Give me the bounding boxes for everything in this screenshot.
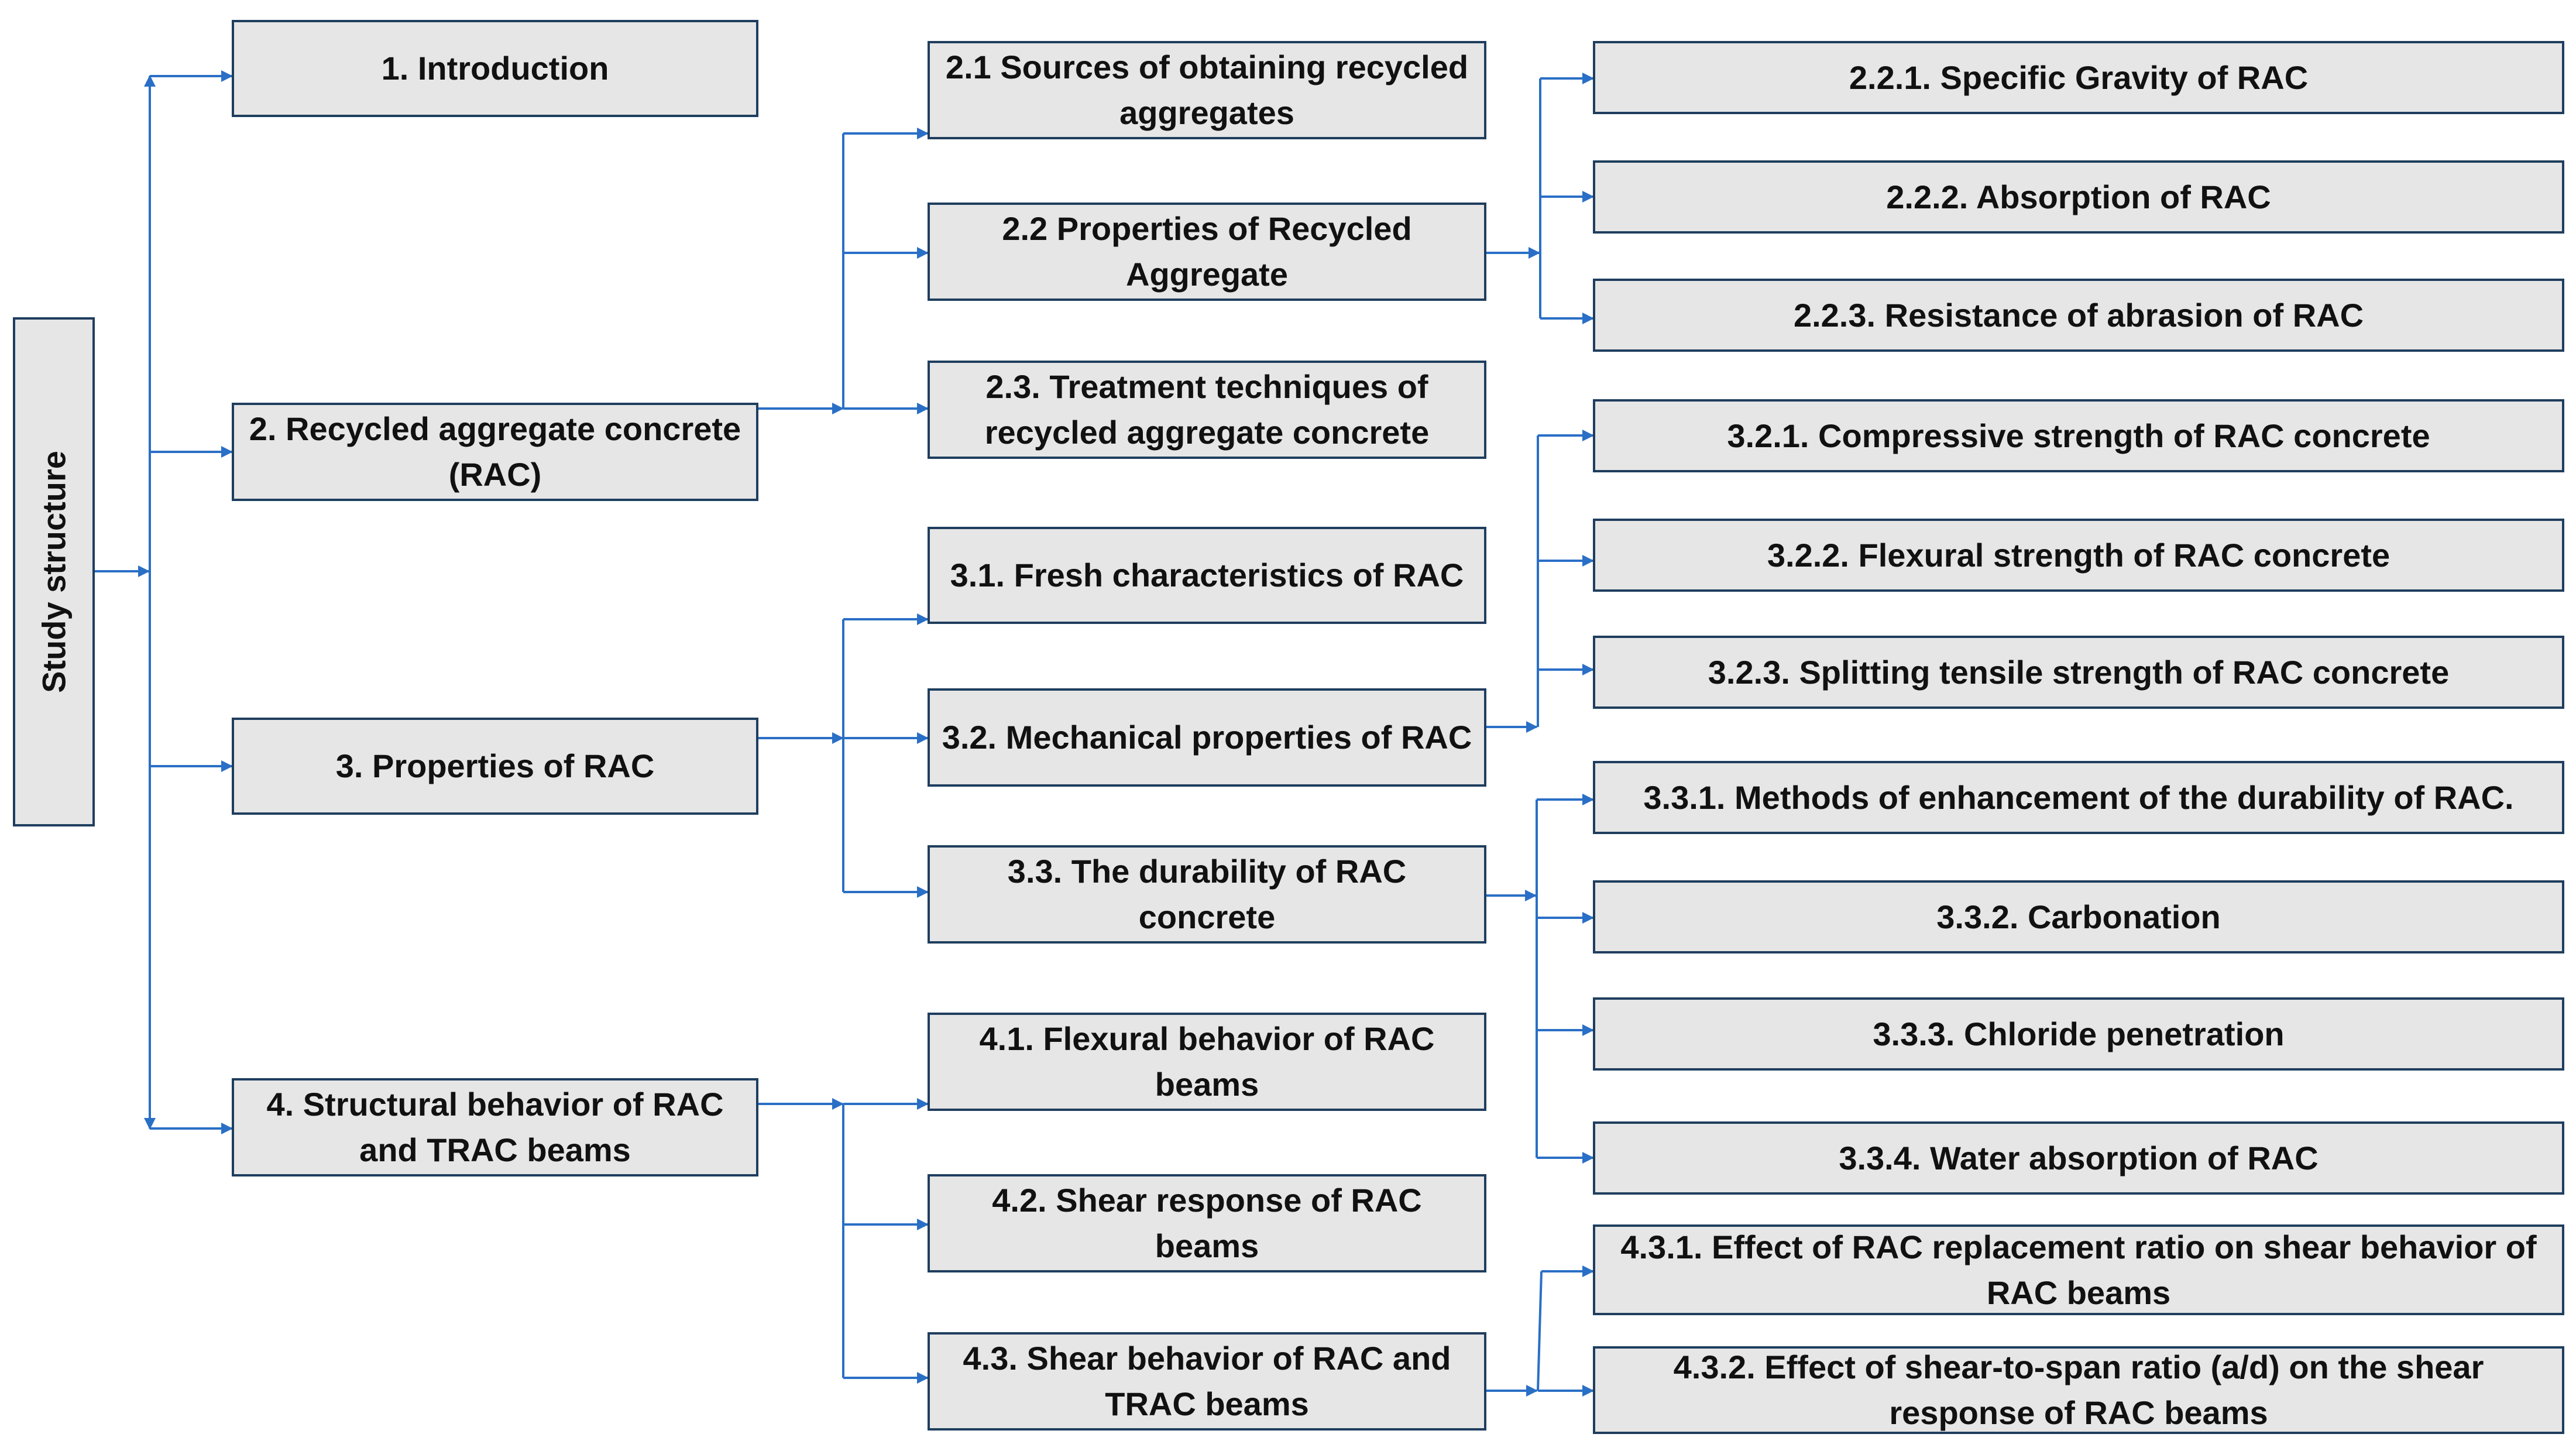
node-4-2-shear-response: 4.2. Shear response of RAC beams (928, 1174, 1486, 1272)
node-2-2-2-absorption: 2.2.2. Absorption of RAC (1593, 160, 2564, 234)
node-2-1-sources: 2.1 Sources of obtaining recycled aggreg… (928, 41, 1486, 139)
node-3-properties-of-rac: 3. Properties of RAC (232, 718, 758, 815)
node-3-2-3-splitting-tensile-strength: 3.2.3. Splitting tensile strength of RAC… (1593, 636, 2564, 709)
node-3-1-fresh-characteristics: 3.1. Fresh characteristics of RAC (928, 527, 1486, 624)
node-2-2-1-specific-gravity: 2.2.1. Specific Gravity of RAC (1593, 41, 2564, 114)
node-4-3-1-replacement-ratio: 4.3.1. Effect of RAC replacement ratio o… (1593, 1224, 2564, 1315)
node-2-3-treatment-techniques: 2.3. Treatment techniques of recycled ag… (928, 361, 1486, 459)
node-4-1-flexural-behavior: 4.1. Flexural behavior of RAC beams (928, 1013, 1486, 1111)
node-3-3-4-water-absorption: 3.3.4. Water absorption of RAC (1593, 1121, 2564, 1195)
node-3-3-3-chloride-penetration: 3.3.3. Chloride penetration (1593, 997, 2564, 1071)
node-3-2-mechanical-properties: 3.2. Mechanical properties of RAC (928, 688, 1486, 787)
node-3-3-2-carbonation: 3.3.2. Carbonation (1593, 880, 2564, 953)
node-3-2-1-compressive-strength: 3.2.1. Compressive strength of RAC concr… (1593, 399, 2564, 472)
node-4-3-shear-behavior: 4.3. Shear behavior of RAC and TRAC beam… (928, 1332, 1486, 1431)
root-label: Study structure (35, 451, 73, 693)
node-4-structural-behavior: 4. Structural behavior of RAC and TRAC b… (232, 1078, 758, 1176)
node-2-2-properties-recycled-aggregate: 2.2 Properties of Recycled Aggregate (928, 203, 1486, 301)
node-2-recycled-aggregate-concrete: 2. Recycled aggregate concrete (RAC) (232, 403, 758, 501)
node-2-2-3-resistance-abrasion: 2.2.3. Resistance of abrasion of RAC (1593, 279, 2564, 352)
node-3-3-1-methods-enhancement: 3.3.1. Methods of enhancement of the dur… (1593, 761, 2564, 834)
edge-node-4-3-trunk (1537, 1271, 1543, 1391)
node-4-3-2-shear-to-span-ratio: 4.3.2. Effect of shear-to-span ratio (a/… (1593, 1346, 2564, 1434)
node-3-2-2-flexural-strength: 3.2.2. Flexural strength of RAC concrete (1593, 519, 2564, 592)
root-box-study-structure: Study structure (13, 317, 95, 826)
node-1-introduction: 1. Introduction (232, 20, 758, 117)
node-3-3-durability: 3.3. The durability of RAC concrete (928, 845, 1486, 944)
